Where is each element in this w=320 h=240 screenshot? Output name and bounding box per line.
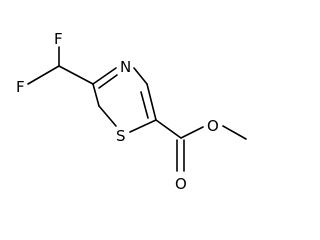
bond-f-left-to-chf2	[27, 65, 60, 85]
atom-label-s: S	[116, 127, 126, 145]
chemical-structure-diagram: F F N S O O	[16, 30, 247, 193]
atom-label-n: N	[120, 58, 131, 76]
bond-c2-ring-vertex	[92, 83, 100, 107]
bond-carboxyl-c-to-o-ester	[180, 126, 204, 139]
atom-label-o-carbonyl: O	[175, 175, 187, 193]
bond-chf2-to-c2	[58, 65, 94, 85]
atom-label-o-ester: O	[207, 117, 219, 135]
bond-c4-c5-outer	[146, 83, 157, 121]
atom-label-f-left: F	[16, 78, 25, 96]
bond-c5-s	[129, 119, 157, 133]
bond-c2-n-outer	[92, 67, 117, 85]
bond-o-ester-to-methyl	[222, 125, 247, 140]
bond-s-c2	[98, 105, 117, 127]
bond-c5-to-carboxyl-c	[155, 119, 182, 139]
bond-c4-c5-inner	[140, 91, 149, 119]
bond-c2-n-inner	[98, 74, 118, 89]
bond-n-c4	[133, 67, 148, 85]
atom-label-f-top: F	[54, 30, 63, 48]
